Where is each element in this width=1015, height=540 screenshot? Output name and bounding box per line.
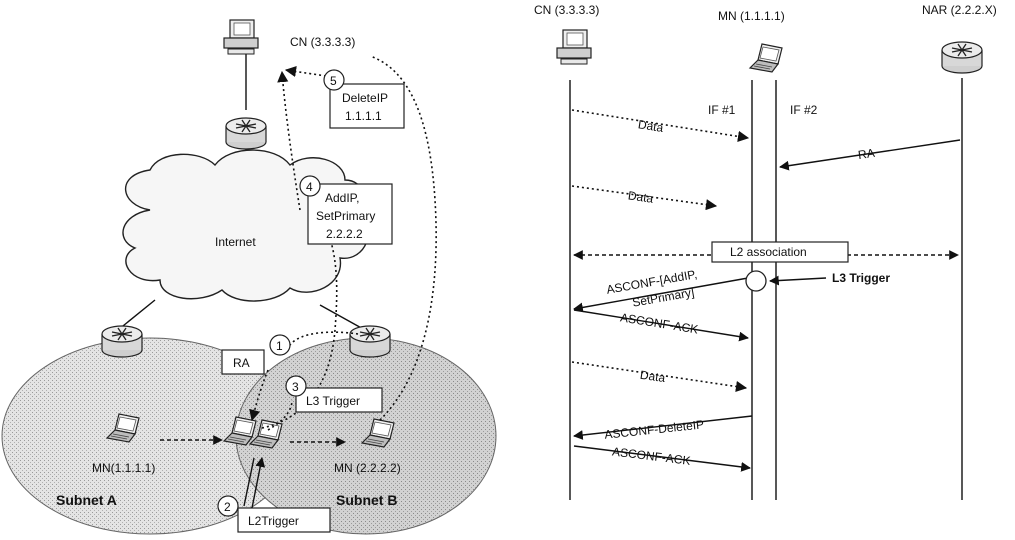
svg-text:L3 Trigger: L3 Trigger: [306, 394, 360, 408]
svg-text:1.1.1.1: 1.1.1.1: [345, 109, 382, 123]
svg-text:1: 1: [276, 339, 283, 353]
svg-text:5: 5: [330, 74, 337, 88]
seq-mn-laptop-icon: [750, 44, 782, 72]
sequence-diagram: CN (3.3.3.3) MN (1.1.1.1) NAR (2.2.2.X) …: [534, 3, 997, 500]
svg-text:2.2.2.2: 2.2.2.2: [326, 227, 363, 241]
svg-text:DeleteIP: DeleteIP: [342, 91, 388, 105]
svg-text:Data: Data: [627, 188, 654, 205]
subnet-b-label: Subnet B: [336, 492, 397, 508]
router-subnet-b-icon: [350, 326, 390, 357]
seq-mn-label: MN (1.1.1.1): [718, 9, 785, 23]
step-5: DeleteIP 1.1.1.1 5: [324, 70, 404, 128]
svg-text:ASCONF-ACK: ASCONF-ACK: [611, 444, 691, 467]
l3-trigger-label: L3 Trigger: [832, 271, 890, 285]
seq-nar-router-icon: [942, 42, 982, 73]
mn-a-label: MN(1.1.1.1): [92, 461, 155, 475]
svg-text:3: 3: [292, 380, 299, 394]
internet-label: Internet: [215, 235, 256, 249]
router-subnet-a-icon: [102, 326, 142, 357]
seq-nar-label: NAR (2.2.2.X): [922, 3, 997, 17]
seq-cn-desktop-icon: [557, 30, 591, 64]
svg-text:Data: Data: [637, 117, 665, 135]
svg-text:Data: Data: [639, 368, 666, 385]
l3-trigger-arrow: [770, 278, 826, 281]
svg-text:RA: RA: [857, 146, 875, 162]
delete-arrow: [286, 70, 326, 76]
seq-cn-label: CN (3.3.3.3): [534, 3, 599, 17]
svg-text:ASCONF-DeleteIP: ASCONF-DeleteIP: [604, 417, 705, 441]
cn-label: CN (3.3.3.3): [290, 35, 355, 49]
svg-text:SetPrimary: SetPrimary: [316, 209, 375, 223]
svg-text:ASCONF-ACK: ASCONF-ACK: [619, 310, 699, 336]
l3-trigger-point: [746, 271, 766, 291]
router-top-icon: [226, 118, 266, 149]
svg-text:4: 4: [306, 180, 313, 194]
svg-text:L2Trigger: L2Trigger: [248, 514, 299, 528]
svg-text:2: 2: [224, 500, 231, 514]
svg-text:L2 association: L2 association: [730, 245, 807, 259]
cn-desktop-icon: [224, 20, 258, 54]
network-topology: Internet CN (3.3.3.3) MN(1.1.1.1) MN (2.…: [2, 20, 496, 534]
svg-text:AddIP,: AddIP,: [325, 191, 359, 205]
svg-text:RA: RA: [233, 356, 250, 370]
if1-label: IF #1: [708, 103, 736, 117]
if2-label: IF #2: [790, 103, 818, 117]
mn-b-label: MN (2.2.2.2): [334, 461, 401, 475]
subnet-a-label: Subnet A: [56, 492, 117, 508]
step-4: AddIP, SetPrimary 2.2.2.2 4: [300, 176, 392, 244]
